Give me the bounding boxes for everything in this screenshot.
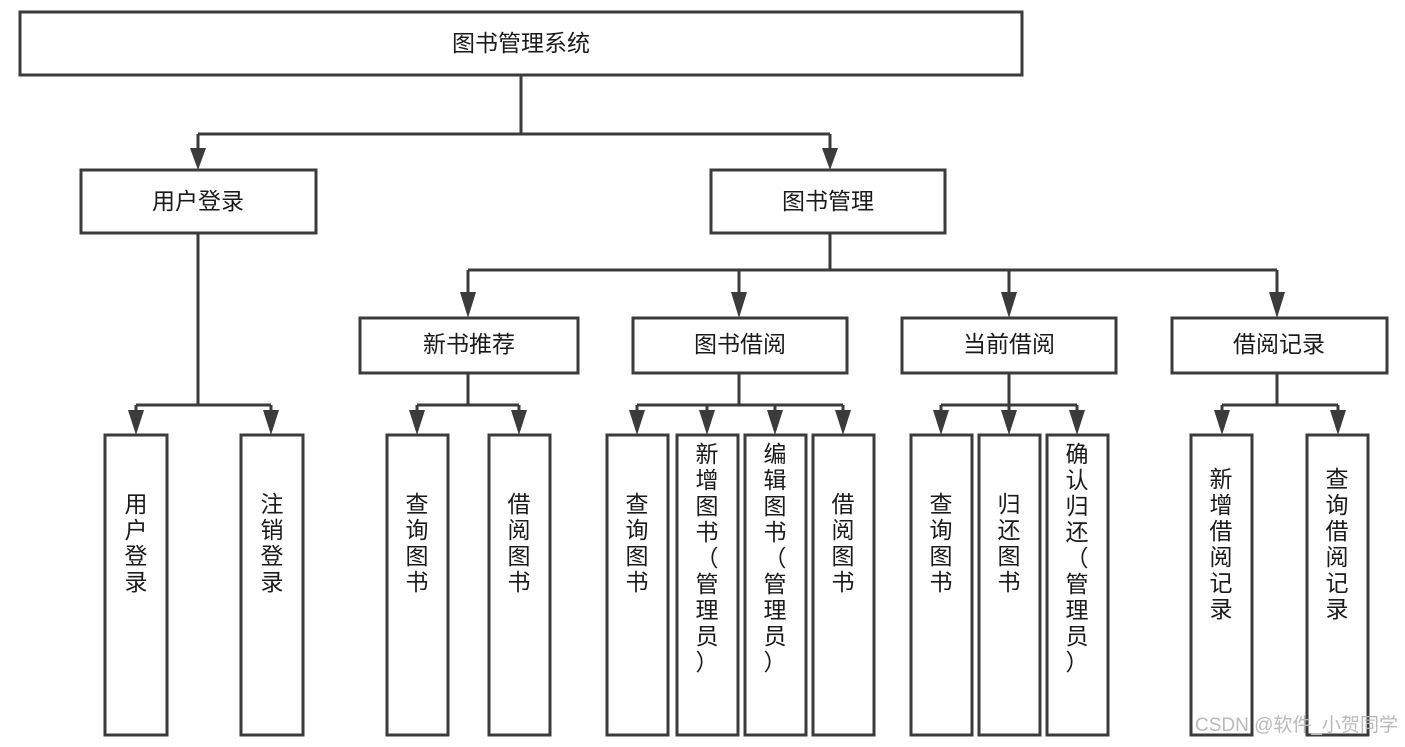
node-current-borrow[interactable]: 当前借阅 (900, 316, 1118, 375)
arrow-to-leaf-query-book-1 (409, 410, 425, 435)
node-leaf-user-login-label: 用户登录 (125, 491, 148, 595)
node-leaf-add-book-box[interactable] (675, 433, 740, 737)
arrow-to-leaf-query-record (1330, 410, 1346, 435)
arrow-to-new-book-recommend (460, 292, 476, 318)
watermark-label: CSDN @软件_小贺同学 (1195, 714, 1398, 736)
node-leaf-confirm-return-box[interactable] (1045, 433, 1110, 737)
arrow-to-user-login (190, 148, 206, 170)
node-leaf-query-record-label: 查询借阅记录 (1326, 466, 1349, 622)
node-leaf-add-book-label: 新增图书（管理员） (696, 441, 719, 675)
node-leaf-borrow-book-2[interactable]: 借阅图书 (811, 433, 876, 737)
node-leaf-edit-book[interactable]: 编辑图书（管理员） (743, 433, 808, 737)
node-book-borrow-label: 图书借阅 (694, 331, 786, 357)
node-book-management[interactable]: 图书管理 (709, 168, 947, 235)
arrow-to-leaf-query-book-3 (933, 410, 949, 435)
node-leaf-query-book-3-box[interactable] (909, 433, 974, 737)
node-user-login-box[interactable] (79, 168, 318, 235)
node-leaf-add-book[interactable]: 新增图书（管理员） (675, 433, 740, 737)
arrow-to-leaf-confirm-return (1069, 410, 1085, 435)
node-current-borrow-label: 当前借阅 (963, 331, 1055, 357)
arrow-to-book-management (822, 148, 838, 170)
node-user-login[interactable]: 用户登录 (79, 168, 318, 235)
arrow-to-book-borrow (731, 292, 747, 318)
node-leaf-query-book-3-label: 查询图书 (930, 491, 953, 595)
node-leaf-query-record[interactable]: 查询借阅记录 (1305, 433, 1370, 737)
node-root-box[interactable] (18, 10, 1024, 77)
node-book-borrow[interactable]: 图书借阅 (631, 316, 849, 375)
node-leaf-query-book-1-label: 查询图书 (406, 491, 429, 595)
node-leaf-user-login-box[interactable] (103, 433, 169, 737)
node-leaf-user-login[interactable]: 用户登录 (103, 433, 169, 737)
arrow-to-leaf-add-book (699, 410, 715, 435)
node-leaf-borrow-book-1-box[interactable] (487, 433, 552, 737)
node-root-label: 图书管理系统 (452, 30, 590, 56)
node-borrow-record-box[interactable] (1170, 316, 1389, 375)
node-new-book-recommend[interactable]: 新书推荐 (358, 316, 580, 375)
node-root[interactable]: 图书管理系统 (18, 10, 1024, 77)
node-leaf-edit-book-label: 编辑图书（管理员） (764, 441, 787, 675)
node-leaf-confirm-return-label: 确认归还（管理员） (1066, 441, 1089, 675)
node-leaf-query-book-2[interactable]: 查询图书 (605, 433, 670, 737)
node-borrow-record-label: 借阅记录 (1233, 331, 1325, 357)
arrow-to-leaf-edit-book (767, 410, 783, 435)
arrow-to-leaf-user-login (128, 410, 144, 435)
node-leaf-query-book-2-box[interactable] (605, 433, 670, 737)
arrow-to-leaf-borrow-book-2 (835, 410, 851, 435)
node-leaf-return-book[interactable]: 归还图书 (977, 433, 1042, 737)
node-leaf-borrow-book-1-label: 借阅图书 (508, 491, 531, 595)
node-leaf-borrow-book-2-label: 借阅图书 (832, 491, 855, 595)
node-leaf-borrow-book-2-box[interactable] (811, 433, 876, 737)
node-leaf-logout-box[interactable] (239, 433, 305, 737)
node-leaf-query-book-1-box[interactable] (385, 433, 450, 737)
node-book-management-box[interactable] (709, 168, 947, 235)
node-leaf-edit-book-box[interactable] (743, 433, 808, 737)
node-leaf-query-book-2-label: 查询图书 (626, 491, 649, 595)
arrow-to-leaf-add-record (1214, 410, 1230, 435)
node-new-book-recommend-box[interactable] (358, 316, 580, 375)
node-leaf-add-record-label: 新增借阅记录 (1210, 466, 1233, 622)
node-current-borrow-box[interactable] (900, 316, 1118, 375)
node-leaf-return-book-box[interactable] (977, 433, 1042, 737)
node-leaf-add-record-box[interactable] (1189, 433, 1254, 737)
arrow-to-leaf-query-book-2 (629, 410, 645, 435)
node-leaf-query-book-3[interactable]: 查询图书 (909, 433, 974, 737)
arrow-to-current-borrow (1001, 292, 1017, 318)
connector-group (128, 75, 1346, 435)
node-leaf-borrow-book-1[interactable]: 借阅图书 (487, 433, 552, 737)
node-leaf-query-record-box[interactable] (1305, 433, 1370, 737)
arrow-to-leaf-logout (263, 410, 279, 435)
node-book-management-label: 图书管理 (782, 188, 874, 214)
arrow-to-borrow-record (1269, 292, 1285, 318)
node-leaf-add-record[interactable]: 新增借阅记录 (1189, 433, 1254, 737)
node-leaf-logout[interactable]: 注销登录 (239, 433, 305, 737)
node-leaf-query-book-1[interactable]: 查询图书 (385, 433, 450, 737)
node-leaf-return-book-label: 归还图书 (998, 491, 1021, 595)
node-borrow-record[interactable]: 借阅记录 (1170, 316, 1389, 375)
node-user-login-label: 用户登录 (152, 188, 244, 214)
node-book-borrow-box[interactable] (631, 316, 849, 375)
node-new-book-recommend-label: 新书推荐 (423, 331, 515, 357)
node-leaf-logout-label: 注销登录 (261, 491, 284, 595)
node-leaf-confirm-return[interactable]: 确认归还（管理员） (1045, 433, 1110, 737)
arrow-to-leaf-borrow-book-1 (511, 410, 527, 435)
arrow-to-leaf-return-book (1001, 410, 1017, 435)
